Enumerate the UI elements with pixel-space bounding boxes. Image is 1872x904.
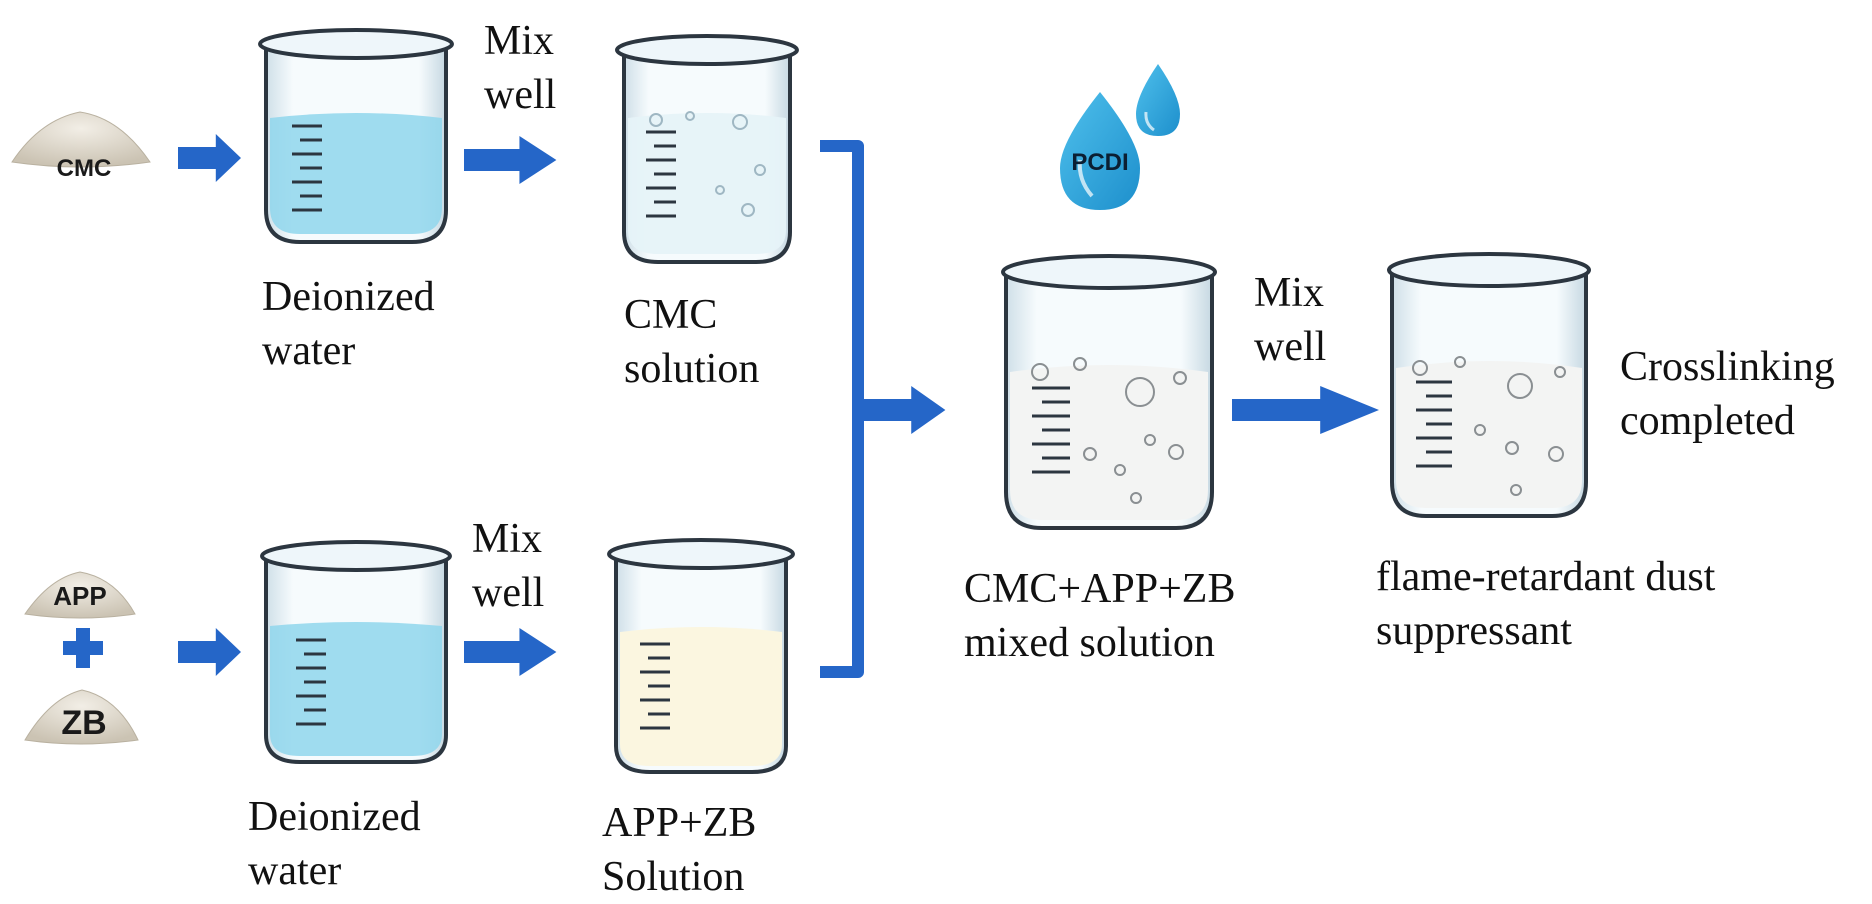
pcdi-label: PCDI — [1071, 149, 1128, 176]
label-mix-well-3: Mix well — [1254, 270, 1327, 370]
label-deionized-water-bottom: Deionized water — [248, 794, 421, 894]
label-crosslinking: Crosslinking completed — [1620, 344, 1835, 444]
zb-powder-icon: ZB — [24, 689, 139, 745]
beaker-deionized-water-top — [258, 28, 454, 244]
arrow-to-mixed — [860, 386, 946, 434]
plus-icon — [63, 628, 103, 668]
label-deionized-water-top: Deionized water — [262, 274, 435, 374]
label-cmc-solution: CMC solution — [624, 292, 760, 392]
cmc-powder-icon: CMC — [11, 111, 151, 182]
app-powder-label: APP — [53, 581, 106, 611]
beaker-cmc-solution — [615, 34, 799, 264]
water-drop-icon: PCDI — [1060, 92, 1140, 210]
arrow-app-zb-to-water — [178, 628, 241, 676]
label-flame-retardant: flame-retardant dust suppressant — [1376, 554, 1716, 654]
zb-powder-label: ZB — [61, 704, 106, 742]
label-mix-well-1: Mix well — [484, 18, 557, 118]
cmc-powder-label: CMC — [57, 155, 112, 182]
beaker-app-zb-solution — [607, 538, 795, 774]
beaker-mixed-solution — [1001, 254, 1217, 530]
arrow-mix-final — [1232, 386, 1379, 434]
beaker-deionized-water-bottom — [260, 540, 452, 764]
merge-bracket — [820, 140, 864, 678]
label-app-zb-solution: APP+ZB Solution — [602, 800, 757, 900]
arrow-mix-cmc — [464, 136, 557, 184]
beaker-final-product — [1387, 252, 1591, 518]
arrow-cmc-to-water — [178, 134, 241, 182]
water-drop-small-icon — [1136, 64, 1180, 136]
label-mix-well-2: Mix well — [472, 516, 545, 616]
label-mixed-solution: CMC+APP+ZB mixed solution — [964, 566, 1236, 666]
app-powder-icon: APP — [24, 571, 136, 619]
arrow-mix-app-zb — [464, 628, 557, 676]
